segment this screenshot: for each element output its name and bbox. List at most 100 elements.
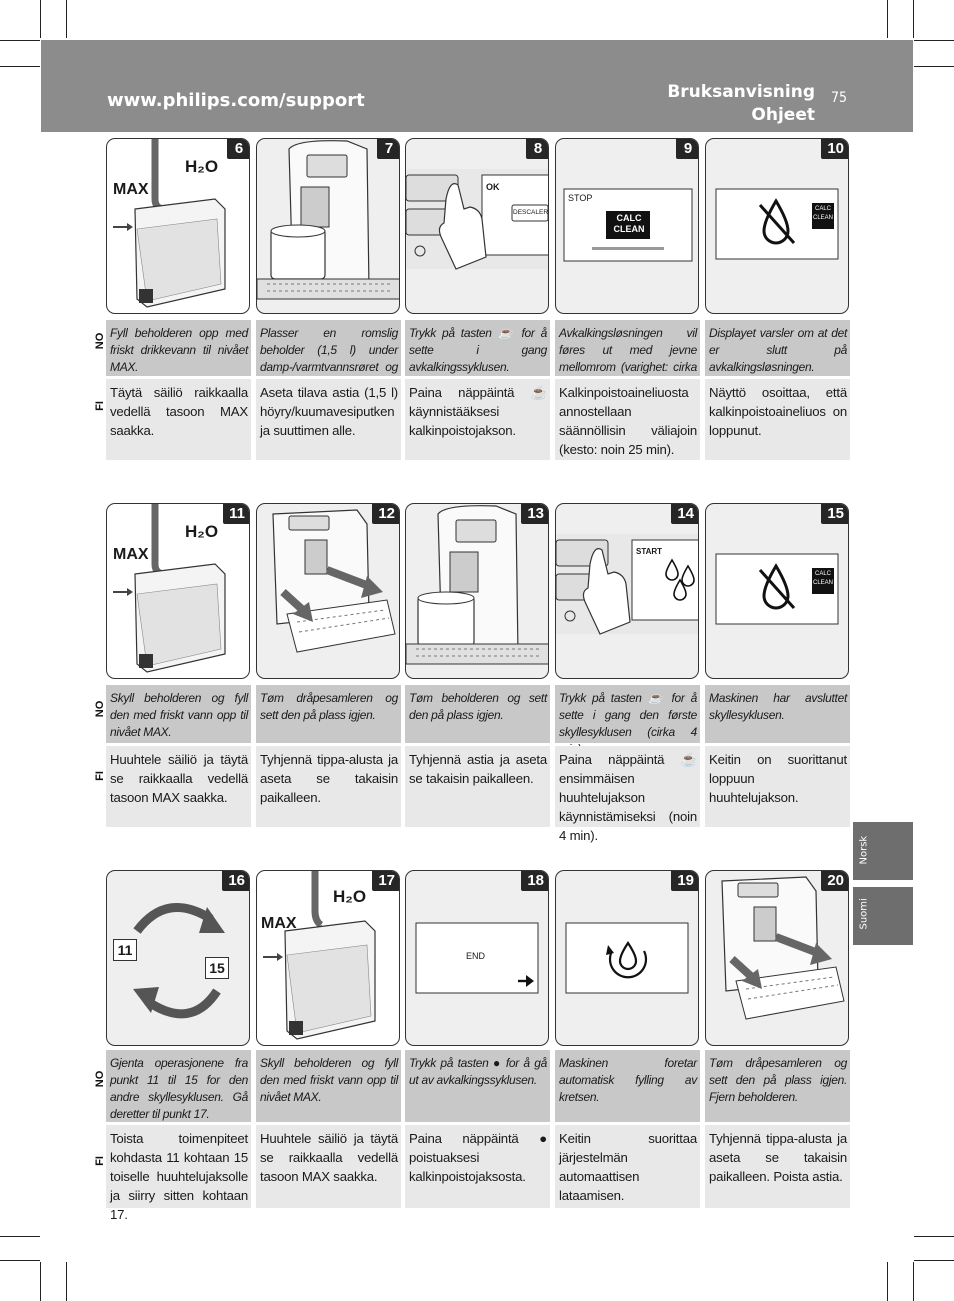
crop-mark [914,1260,954,1261]
max-label: MAX [113,546,149,563]
step-20-text: Tøm dråpesamleren og sett den på plass i… [705,1050,850,1208]
step-6-illustration: H₂O MAX 6 [106,138,250,314]
loop-start-step: 11 [113,939,137,961]
crop-mark [0,40,40,41]
step-11-illustration: H₂O MAX 11 [106,503,250,679]
stop-label: STOP [568,193,593,203]
step-14-text: Trykk på tasten ☕ for å sette i gang den… [555,685,700,843]
step-text-no: Avkalkingsløsningen vil føres ut med jev… [555,320,700,391]
step-number: 16 [222,871,249,891]
step-number: 14 [671,504,698,524]
step-number: 9 [676,139,698,159]
end-label: END [466,951,486,961]
step-text-fi: Täytä säiliö raikkaalla vedellä tasoon M… [106,379,251,460]
step-text-no: Fyll beholderen opp med friskt drikkevan… [106,320,251,376]
step-number: 15 [821,504,848,524]
step-text-no: Trykk på tasten ☕ for å sette i gang avk… [405,320,550,376]
crop-mark [913,1262,914,1301]
step-number: 20 [821,871,848,891]
step-text-fi: Paina näppäintä ☕ käynnistääksesi kalkin… [405,379,550,460]
step-14-illustration: START 14 [555,503,699,679]
step-19-text: Maskinen foretar automatisk fylling av k… [555,1050,700,1208]
step-18-illustration: END 18 [405,870,549,1046]
step-text-fi: Tyhjennä tippa-alusta ja aseta se takais… [256,746,401,827]
step-16-illustration: 11 15 16 [106,870,250,1046]
step-number: 8 [526,139,548,159]
step-text-fi: Huuhtele säiliö ja täytä se raikkaalla v… [106,746,251,827]
step-8-illustration: OK DESCALER 8 [405,138,549,314]
step-13-text: Tøm beholderen og sett den på plass igje… [405,685,550,827]
page-header: www.philips.com/support Bruksanvisning O… [41,40,913,132]
step-text-no: Maskinen har avsluttet skyllesyklusen. [705,685,850,743]
step-text-no: Tøm dråpesamleren og sett den på plass i… [705,1050,850,1122]
crop-mark [913,0,914,38]
step-7-text: Plasser en romslig beholder (1,5 l) unde… [256,320,401,460]
crop-mark [66,0,67,38]
step-15-illustration: CALC CLEAN 15 [705,503,849,679]
h2o-label: H₂O [333,887,367,906]
descaler-label: DESCALER [513,209,549,216]
ok-label: OK [486,182,500,192]
step-10-illustration: CALC CLEAN 10 [705,138,849,314]
step-text-no: Skyll beholderen og fyll den med friskt … [256,1050,401,1122]
step-7-illustration: 7 [256,138,400,314]
step-13-illustration: 13 [405,503,549,679]
step-number: 13 [521,504,548,524]
calc-clean-icon: CALC CLEAN [812,571,833,586]
step-text-fi: Tyhjennä tippa-alusta ja aseta se takais… [705,1125,850,1208]
manual-title-finnish: Ohjeet [751,105,815,125]
side-tab-norsk: Norsk [853,822,913,880]
step-number: 12 [372,504,399,524]
step-9-illustration: STOP CALC CLEAN 9 [555,138,699,314]
max-label: MAX [261,915,297,932]
crop-mark [40,1262,41,1301]
step-number: 18 [521,871,548,891]
loop-end-step: 15 [205,957,229,979]
support-url: www.philips.com/support [107,90,365,111]
step-6-text: Fyll beholderen opp med friskt drikkevan… [106,320,251,460]
step-12-illustration: 12 [256,503,400,679]
step-12-text: Tøm dråpesamleren og sett den på plass i… [256,685,401,827]
start-label: START [636,547,663,556]
h2o-label: H₂O [185,522,219,541]
side-tab-suomi: Suomi [853,887,913,945]
calc-clean-icon: CALC CLEAN [812,206,833,221]
step-text-no: Tøm dråpesamleren og sett den på plass i… [256,685,401,743]
step-text-no: Tøm beholderen og sett den på plass igje… [405,685,550,743]
step-text-fi: Tyhjennä astia ja aseta se takaisin paik… [405,746,550,827]
step-10-text: Displayet varsler om at det er slutt på … [705,320,850,460]
step-number: 17 [372,871,399,891]
crop-mark [914,40,954,41]
step-text-no: Displayet varsler om at det er slutt på … [705,320,850,376]
crop-mark [887,1262,888,1301]
step-20-illustration: 20 [705,870,849,1046]
step-text-fi: Toista toimenpiteet kohdasta 11 kohtaan … [106,1125,251,1222]
step-18-text: Trykk på tasten ● for å gå ut av avkalki… [405,1050,550,1208]
step-text-fi: Kalkinpoistoaineliuosta annostellaan sää… [555,379,700,460]
step-16-text: Gjenta operasjonene fra punkt 11 til 15 … [106,1050,251,1222]
crop-mark [66,1262,67,1301]
step-text-fi: Keitin on suorittanut loppuun huuhteluja… [705,746,850,827]
step-text-fi: Aseta tilava astia (1,5 l) höyry/kuumave… [256,379,401,460]
step-text-no: Plasser en romslig beholder (1,5 l) unde… [256,320,401,391]
step-17-text: Skyll beholderen og fyll den med friskt … [256,1050,401,1208]
crop-mark [887,0,888,38]
step-text-no: Gjenta operasjonene fra punkt 11 til 15 … [106,1050,251,1122]
step-number: 7 [377,139,399,159]
step-17-illustration: H₂O MAX 17 [256,870,400,1046]
step-8-text: Trykk på tasten ☕ for å sette i gang avk… [405,320,550,460]
step-text-no: Maskinen foretar automatisk fylling av k… [555,1050,700,1122]
step-number: 6 [227,139,249,159]
step-text-no: Trykk på tasten ● for å gå ut av avkalki… [405,1050,550,1122]
side-tab-label: Suomi [858,898,870,930]
h2o-label: H₂O [185,157,219,176]
step-text-fi: Paina näppäintä ● poistuaksesi kalkinpoi… [405,1125,550,1208]
crop-mark [914,1236,954,1237]
side-tab-label: Norsk [858,835,870,865]
step-11-text: Skyll beholderen og fyll den med friskt … [106,685,251,827]
step-text-no: Trykk på tasten ☕ for å sette i gang den… [555,685,700,756]
step-15-text: Maskinen har avsluttet skyllesyklusen. K… [705,685,850,827]
step-text-fi: Näyttö osoittaa, että kalkinpoistoaineli… [705,379,850,460]
crop-mark [914,66,954,67]
page-number: 75 [831,90,848,106]
